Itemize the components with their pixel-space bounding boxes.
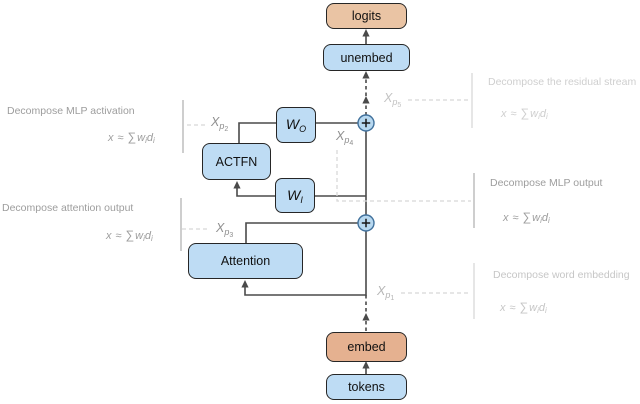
annotation-residual-stream: Decompose the residual stream [488,76,637,88]
math-attention-output: x≈∑widi [106,228,153,243]
wire-actfn-to-wo [238,122,276,143]
node-tokens-label: tokens [348,380,385,394]
wire-residual-to-attention [244,231,367,296]
xp5-label: Xp5 [384,91,402,109]
node-attention: Attention [188,243,303,279]
annotation-attention-output: Decompose attention output [2,202,134,214]
math-mlp-activation: x≈∑widi [108,130,155,145]
math-mlp-output: x≈∑widi [503,210,550,225]
plus-icon [361,218,371,228]
plus-icon [361,118,371,128]
node-embed-label: embed [347,340,386,354]
wire-wi-to-actfn [236,188,275,197]
arrowhead-into-attention [241,280,249,288]
arrowhead-into-unembed [362,71,370,79]
node-actfn: ACTFN [202,143,271,180]
wire-attention-to-sum [245,222,358,243]
node-tokens: tokens [326,374,407,400]
node-logits-label: logits [351,9,382,23]
node-unembed: unembed [323,44,410,71]
connector-xp4 [336,150,471,202]
node-attention-label: Attention [220,254,271,268]
annotation-mlp-output: Decompose MLP output [490,177,603,189]
node-w-out-label: WO [285,116,307,134]
node-w-in: WI [275,178,315,213]
xp1-label: Xp1 [377,284,395,302]
annotation-mlp-activation: Decompose MLP activation [7,105,135,117]
xp2-label: Xp2 [211,115,229,133]
arrowhead-into-logits [362,29,370,37]
annotation-word-embedding: Decompose word embedding [493,269,630,281]
arrowhead-residual-lower [362,313,370,321]
arrowhead-into-actfn [233,181,241,189]
arrowhead-residual-upper [362,96,370,104]
math-word-embedding: x≈∑widi [500,300,547,315]
node-unembed-label: unembed [340,50,393,65]
node-logits: logits [326,3,407,29]
xp4-label: Xp4 [336,129,354,147]
node-w-out: WO [276,107,316,143]
node-embed: embed [326,332,407,362]
xp3-label: Xp3 [216,221,234,239]
node-w-in-label: WI [287,186,303,205]
node-actfn-label: ACTFN [215,154,258,169]
arrowhead-into-embed [362,361,370,369]
math-residual-stream: x≈∑widi [501,106,548,121]
